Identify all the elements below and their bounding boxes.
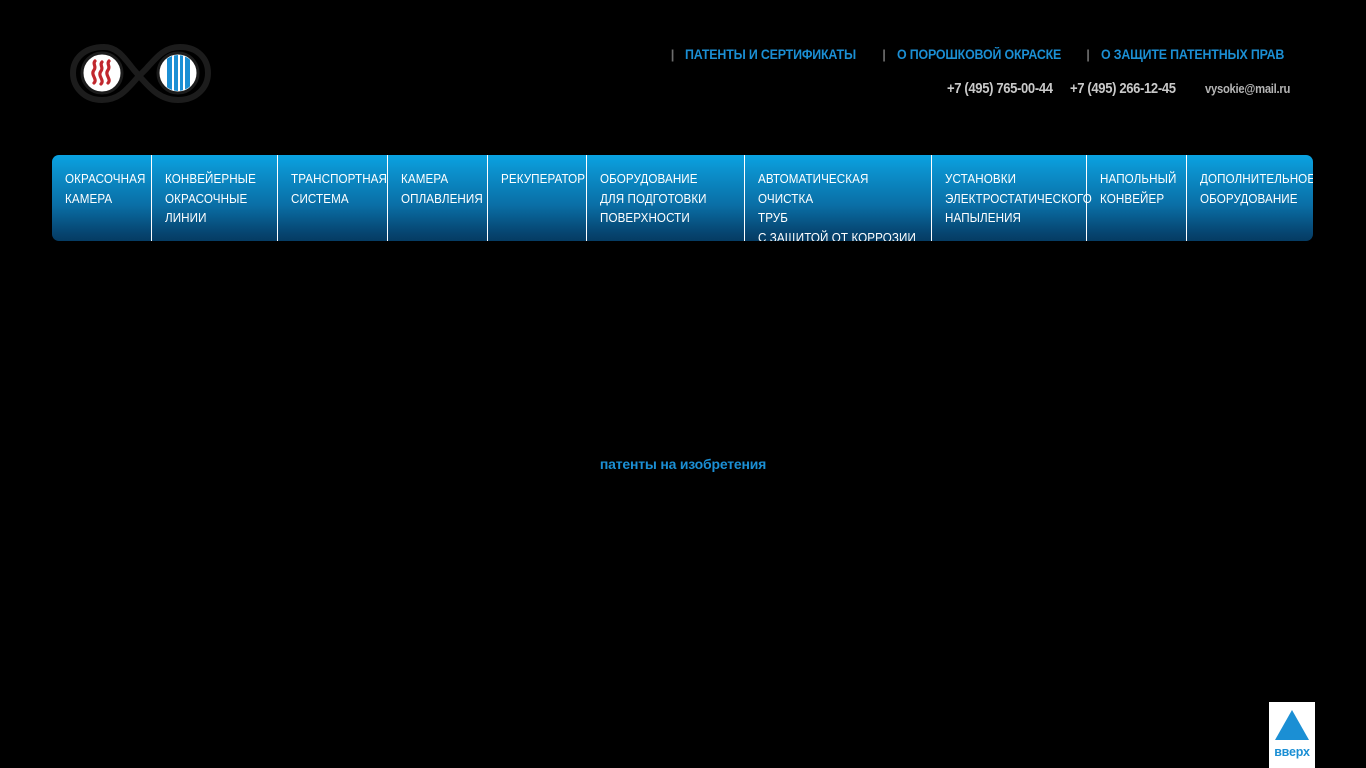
main-navigation: ОКРАСОЧНАЯ КАМЕРА КОНВЕЙЕРНЫЕ ОКРАСОЧНЫЕ…	[52, 155, 1313, 241]
nav-item-paint-booth[interactable]: ОКРАСОЧНАЯ КАМЕРА	[52, 155, 152, 241]
triangle-up-icon	[1275, 710, 1309, 740]
nav-item-label: РЕКУПЕРАТОР	[501, 172, 586, 186]
site-logo[interactable]	[68, 36, 213, 110]
email-link[interactable]: vysokie@mail.ru	[1205, 82, 1291, 96]
nav-item-label: НАПОЛЬНЫЙ КОНВЕЙЕР	[1100, 172, 1177, 206]
scroll-to-top-label: вверх	[1274, 745, 1310, 759]
phone-number-secondary: +7 (495) 266-12-45	[1070, 81, 1176, 97]
page-title: патенты на изобретения	[599, 456, 767, 472]
nav-item-label: ДОПОЛНИТЕЛЬНОЕ ОБОРУДОВАНИЕ	[1200, 172, 1313, 206]
scroll-to-top-button[interactable]: вверх	[1269, 702, 1315, 768]
nav-item-label: ОБОРУДОВАНИЕ ДЛЯ ПОДГОТОВКИ ПОВЕРХНОСТИ	[600, 172, 707, 225]
nav-item-label: АВТОМАТИЧЕСКАЯ ОЧИСТКА ТРУБ С ЗАЩИТОЙ ОТ…	[758, 172, 916, 241]
site-header: | ПАТЕНТЫ И СЕРТИФИКАТЫ | О ПОРОШКОВОЙ О…	[0, 0, 1366, 145]
nav-item-label: КОНВЕЙЕРНЫЕ ОКРАСОЧНЫЕ ЛИНИИ	[165, 172, 256, 225]
nav-item-transport-system[interactable]: ТРАНСПОРТНАЯ СИСТЕМА	[278, 155, 388, 241]
nav-item-additional-equipment[interactable]: ДОПОЛНИТЕЛЬНОЕ ОБОРУДОВАНИЕ	[1187, 155, 1313, 241]
top-nav-powder-coating[interactable]: О ПОРОШКОВОЙ ОКРАСКЕ	[896, 47, 1061, 62]
main-content: патенты на изобретения	[0, 241, 1366, 701]
nav-item-recuperator[interactable]: РЕКУПЕРАТОР	[488, 155, 587, 241]
flame-icon	[91, 59, 111, 86]
nav-item-surface-prep-equipment[interactable]: ОБОРУДОВАНИЕ ДЛЯ ПОДГОТОВКИ ПОВЕРХНОСТИ	[587, 155, 745, 241]
nav-item-label: УСТАНОВКИ ЭЛЕКТРОСТАТИЧЕСКОГО НАПЫЛЕНИЯ	[945, 172, 1092, 225]
nav-item-automatic-pipe-cleaning[interactable]: АВТОМАТИЧЕСКАЯ ОЧИСТКА ТРУБ С ЗАЩИТОЙ ОТ…	[745, 155, 932, 241]
nav-item-label: ТРАНСПОРТНАЯ СИСТЕМА	[291, 172, 388, 206]
flame-disc	[80, 51, 124, 95]
top-nav-separator: |	[882, 47, 886, 62]
top-utility-nav: | ПАТЕНТЫ И СЕРТИФИКАТЫ | О ПОРОШКОВОЙ О…	[660, 47, 1300, 62]
header-contacts: +7 (495) 765-00-44 +7 (495) 266-12-45 vy…	[947, 81, 1300, 97]
top-nav-patents[interactable]: ПАТЕНТЫ И СЕРТИФИКАТЫ	[685, 47, 857, 62]
nav-item-floor-conveyor[interactable]: НАПОЛЬНЫЙ КОНВЕЙЕР	[1087, 155, 1187, 241]
stripes-icon	[167, 55, 190, 91]
infinity-logo-icon	[70, 44, 211, 103]
top-nav-separator: |	[670, 47, 675, 62]
nav-item-label: ОКРАСОЧНАЯ КАМЕРА	[65, 172, 146, 206]
nav-item-electrostatic-spray-units[interactable]: УСТАНОВКИ ЭЛЕКТРОСТАТИЧЕСКОГО НАПЫЛЕНИЯ	[932, 155, 1092, 241]
phone-number-primary: +7 (495) 765-00-44	[946, 81, 1053, 97]
nav-item-label: КАМЕРА ОПЛАВЛЕНИЯ	[401, 172, 483, 206]
top-nav-separator: |	[1086, 47, 1090, 62]
top-nav-patent-rights[interactable]: О ЗАЩИТЕ ПАТЕНТНЫХ ПРАВ	[1100, 47, 1285, 62]
nav-item-conveyor-paint-lines[interactable]: КОНВЕЙЕРНЫЕ ОКРАСОЧНЫЕ ЛИНИИ	[152, 155, 278, 241]
nav-item-curing-oven[interactable]: КАМЕРА ОПЛАВЛЕНИЯ	[388, 155, 488, 241]
